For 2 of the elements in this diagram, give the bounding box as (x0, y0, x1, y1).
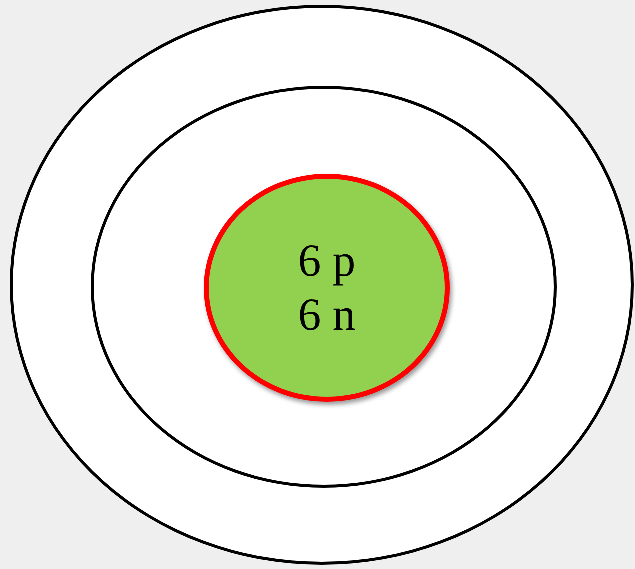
particle-count: 6 n (298, 288, 356, 342)
particle-count: 6 p (298, 234, 356, 288)
